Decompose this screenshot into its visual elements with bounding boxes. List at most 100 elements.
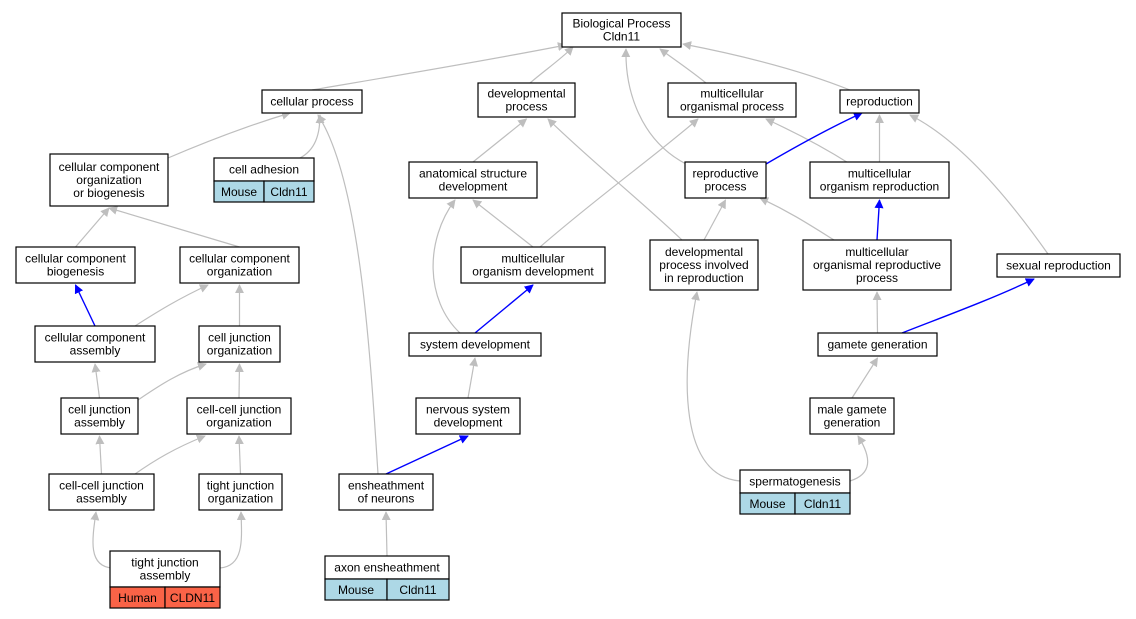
node-label-line: assembly [74, 416, 125, 430]
node-label-line: assembly [70, 344, 121, 358]
edge-is-a-multicellular-organism-development-to-multicellular-organismal-process [539, 118, 699, 248]
edge-is-a-multicellular-organismal-reproductive-process-to-reproductive-process [759, 197, 835, 241]
node-box [809, 161, 950, 199]
node-label-line: axon ensheathment [334, 561, 440, 575]
go-term-node-reproduction[interactable]: reproduction [839, 89, 920, 114]
edges-layer [74, 41, 1049, 569]
node-label-line: male gamete [817, 403, 887, 417]
node-label-line: assembly [76, 492, 127, 506]
node-box [186, 397, 292, 435]
edge-is-a-nervous-system-development-to-system-development [467, 357, 479, 399]
node-label-line: cell adhesion [229, 163, 299, 177]
node-box [408, 161, 538, 199]
node-label-line: Cldn11 [603, 30, 640, 44]
go-term-node-cellular-process[interactable]: cellular process [261, 89, 363, 114]
annotation-gene-cell [386, 578, 450, 601]
edge-is-a-gamete-generation-to-multicellular-organismal-reproductive-process [872, 291, 882, 334]
node-box [684, 161, 767, 199]
annotation-gene-cell [164, 586, 221, 609]
node-box [48, 473, 155, 511]
node-label-line: tight junction [131, 556, 198, 570]
node-label-line: development [434, 416, 503, 430]
edge-is-a-cell-junction-assembly-to-cc-assembly [91, 363, 101, 399]
annotation-gene-label: Cldn11 [804, 497, 841, 511]
edge-is-a-cell-cell-junction-assembly-to-cell-junction-assembly [95, 435, 105, 475]
edge-part-of-reproductive-process-to-reproduction [765, 112, 863, 165]
node-box [817, 332, 938, 357]
edge-is-a-cell-cell-junction-assembly-to-cell-cell-junction-organization [134, 434, 206, 475]
annotation-gene-label: Cldn11 [399, 583, 436, 597]
edge-is-a-cell-cell-junction-organization-to-cell-junction-organization [234, 363, 244, 399]
node-label-line: cellular component [25, 252, 126, 266]
node-label-line: cell junction [68, 403, 131, 417]
node-label-line: assembly [140, 569, 191, 583]
go-term-node-axon-ensheathment[interactable]: axon ensheathment [324, 555, 450, 580]
edge-part-of-ensheathment-of-neurons-to-nervous-system-development [385, 435, 469, 475]
node-box [667, 82, 797, 118]
node-box [802, 239, 952, 291]
node-label-line: Biological Process [572, 17, 670, 31]
edge-is-a-reproductive-process-to-root [621, 48, 687, 165]
edge-part-of-multicellular-organismal-reproductive-process-to-multicellular-organism-reproduction [874, 199, 884, 241]
go-term-node-sexual-reproduction[interactable]: sexual reproduction [996, 253, 1121, 278]
node-box [198, 473, 283, 511]
go-term-node-system-development[interactable]: system development [408, 332, 542, 357]
go-term-node-spermatogenesis[interactable]: spermatogenesis [739, 469, 851, 494]
node-label-line: multicellular [848, 167, 911, 181]
annotation-gene-label: Cldn11 [270, 185, 307, 199]
node-label-line: system development [420, 338, 531, 352]
go-term-node-cell-adhesion[interactable]: cell adhesion [213, 157, 315, 182]
edge-is-a-cc-assembly-to-cc-organization [134, 284, 209, 327]
annotation-gene-cell [794, 492, 851, 515]
node-label-line: nervous system [426, 403, 510, 417]
node-label-line: multicellular [700, 87, 763, 101]
edge-is-a-axon-ensheathment-to-ensheathment-of-neurons [381, 511, 391, 557]
node-label-line: ensheathment [348, 479, 425, 493]
node-label-line: gamete generation [827, 338, 927, 352]
node-label-line: generation [824, 416, 881, 430]
node-label-line: biogenesis [47, 265, 104, 279]
edge-part-of-gamete-generation-to-sexual-reproduction [901, 278, 1035, 334]
node-box [460, 246, 606, 284]
node-label-line: in reproduction [664, 271, 743, 285]
edge-is-a-system-development-to-anatomical-structure-development [432, 199, 461, 334]
edge-is-a-dev-process-in-reproduction-to-developmental-process [547, 118, 683, 241]
edge-is-a-dev-process-in-reproduction-to-reproductive-process [703, 199, 727, 241]
edge-is-a-multicellular-organism-reproduction-to-multicellular-organismal-process [765, 118, 851, 165]
node-box [415, 397, 521, 435]
node-label-line: organismal reproductive [813, 258, 941, 272]
node-label-line: anatomical structure [419, 167, 527, 181]
edge-is-a-reproduction-to-root [682, 41, 851, 91]
edge-is-a-cc-org-or-biogenesis-to-cellular-process [167, 111, 291, 159]
node-box [408, 332, 542, 357]
go-term-node-gamete-generation[interactable]: gamete generation [817, 332, 938, 357]
